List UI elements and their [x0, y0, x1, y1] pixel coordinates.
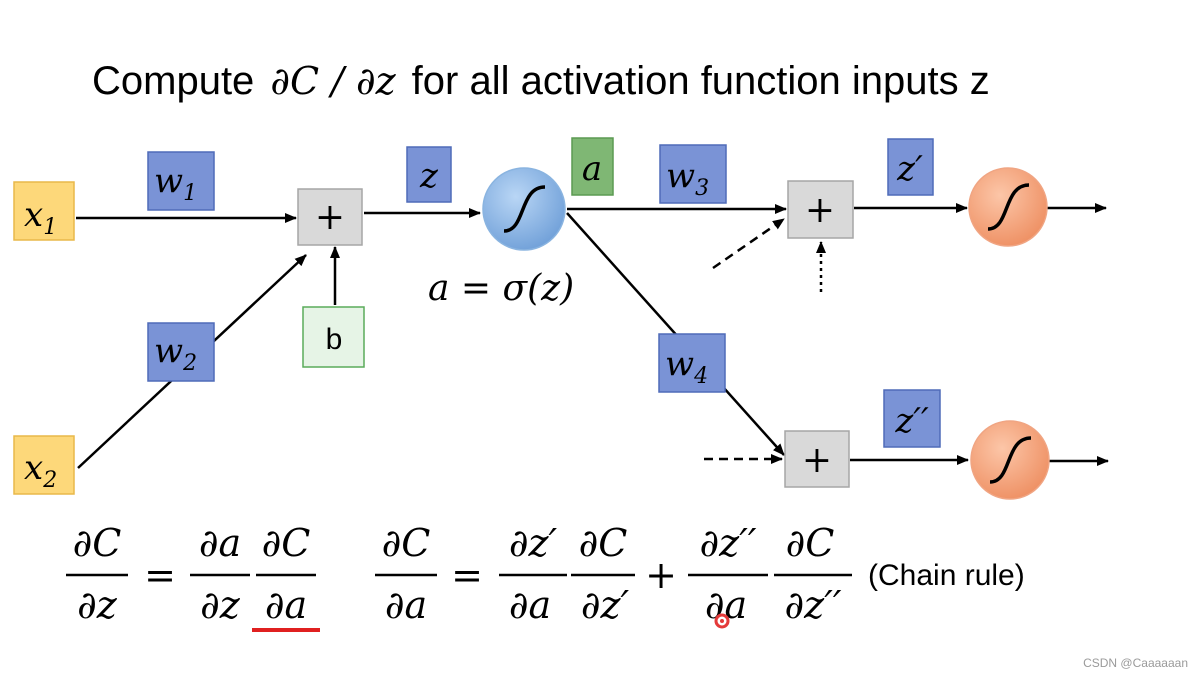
x2-sub: 2: [42, 468, 57, 493]
chain-rule-label: (Chain rule): [868, 559, 1025, 592]
w3-sub: 3: [695, 176, 709, 201]
bias-label: b: [326, 323, 343, 356]
eq2-lhs-den: ∂a: [385, 583, 427, 627]
input-x1: x1: [13, 181, 75, 241]
sum-1-plus: +: [315, 197, 345, 238]
eq1-equals: =: [144, 553, 176, 597]
w2-label: w: [154, 331, 183, 371]
eq1-lhs-den: ∂z: [77, 583, 118, 627]
w4-label: w: [665, 344, 694, 384]
w1-sub: 1: [183, 181, 197, 206]
eq2-equals: =: [451, 553, 483, 597]
eq2-t3-num: ∂z′′: [700, 521, 757, 565]
z-prime-box: z′: [887, 138, 934, 196]
eq2-t1-den: ∂a: [509, 583, 551, 627]
weight-w2: w2: [147, 322, 215, 382]
eq2-t4-num: ∂C: [786, 521, 835, 565]
z-prime-label: z′: [896, 149, 923, 189]
equation-2: ∂C ∂a = ∂z′ ∂a ∂C ∂z′ + ∂z′′ ∂a ∂C ∂z′′: [375, 521, 852, 629]
eq1-lhs-num: ∂C: [73, 521, 122, 565]
weight-w3: w3: [659, 144, 727, 204]
eq1-t1-num: ∂a: [199, 521, 241, 565]
sigmoid-icon: [989, 436, 1032, 484]
a-box: a: [571, 137, 614, 196]
neuron-sigmoid-2: [968, 167, 1048, 247]
sum-node-2: +: [787, 180, 854, 239]
activation-equation: a = σ(z): [428, 268, 574, 309]
x1-sub: 1: [43, 215, 57, 240]
neuron-sigmoid-3: [970, 420, 1050, 500]
sum-2-plus: +: [805, 190, 835, 231]
w3-label: w: [666, 156, 695, 196]
eq2-lhs-num: ∂C: [382, 521, 431, 565]
svg-text:w3: w3: [666, 156, 709, 201]
input-x2: x2: [13, 435, 75, 495]
svg-text:w2: w2: [154, 331, 197, 376]
bias-b: b: [302, 306, 365, 368]
eq1-t2-num: ∂C: [262, 521, 311, 565]
connections: [76, 203, 1109, 469]
z-label: z: [419, 156, 439, 196]
a-label: a: [582, 149, 602, 189]
w1-label: w: [154, 161, 183, 201]
title-prefix: Compute: [92, 59, 254, 103]
weight-w4: w4: [658, 333, 726, 393]
eq1-t2-den: ∂a: [265, 583, 307, 627]
neuron-sigmoid-1: [482, 167, 566, 251]
edge-dashed-in1: [712, 217, 785, 270]
eq2-t3-den: ∂a: [705, 583, 747, 627]
sum-node-3: +: [784, 430, 850, 488]
weight-w1: w1: [147, 151, 215, 211]
eq2-t2-den: ∂z′: [581, 583, 630, 627]
w2-sub: 2: [182, 351, 197, 376]
sum-3-plus: +: [802, 440, 832, 481]
z-double-prime-box: z′′: [883, 389, 941, 448]
cursor-dot: [714, 613, 730, 629]
svg-text:w4: w4: [665, 344, 708, 389]
title-math: ∂C / ∂z: [270, 59, 396, 103]
eq2-t2-num: ∂C: [579, 521, 628, 565]
svg-text:x2: x2: [24, 448, 57, 493]
eq2-t1-num: ∂z′: [509, 521, 558, 565]
svg-text:w1: w1: [154, 161, 197, 206]
eq2-t4-den: ∂z′′: [785, 583, 842, 627]
sum-node-1: +: [297, 188, 363, 246]
svg-text:x1: x1: [24, 195, 57, 240]
sigmoid-icon: [987, 183, 1030, 231]
z-box: z: [406, 146, 452, 203]
title: Compute ∂C / ∂z for all activation funct…: [92, 59, 990, 103]
z-double-prime-label: z′′: [894, 401, 929, 441]
watermark: CSDN @Caaaaaan: [1083, 656, 1188, 670]
x2-label: x: [24, 448, 43, 488]
title-suffix: for all activation function inputs z: [412, 59, 990, 103]
eq1-t1-den: ∂z: [200, 583, 241, 627]
eq2-plus: +: [645, 553, 677, 597]
equation-1: ∂C ∂z = ∂a ∂z ∂C ∂a: [66, 521, 320, 632]
w4-sub: 4: [693, 364, 708, 389]
sigmoid-icon: [503, 185, 546, 233]
x1-label: x: [24, 195, 43, 235]
